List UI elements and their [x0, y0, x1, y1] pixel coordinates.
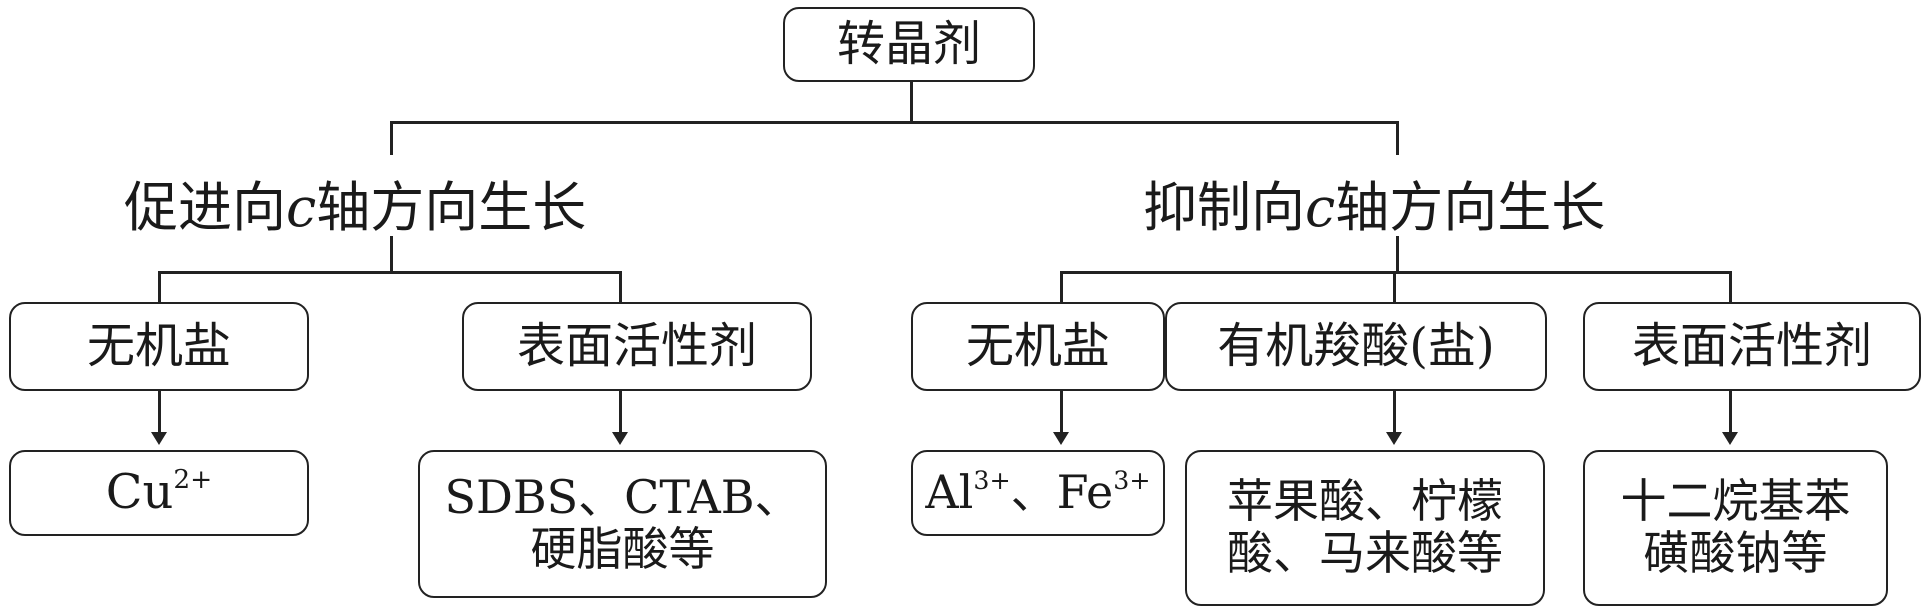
connector-line — [158, 271, 622, 274]
example-line: 硬脂酸等 — [530, 522, 715, 576]
al-symbol: Al — [925, 465, 974, 520]
arrow-shaft — [1729, 389, 1732, 434]
category-label: 有机羧酸(盐) — [1217, 317, 1495, 374]
down-arrow-icon — [151, 432, 167, 445]
example-text: Al3+、Fe3+ — [925, 465, 1151, 520]
cu-charge: 2+ — [173, 464, 213, 496]
connector-line — [1729, 271, 1732, 304]
down-arrow-icon — [612, 432, 628, 445]
category-surfactant-inhibit: 表面活性剂 — [1583, 302, 1921, 391]
axis-c-italic: c — [1305, 176, 1336, 239]
arrow-shaft — [1393, 389, 1396, 434]
al-charge: 3+ — [973, 466, 1011, 496]
branch-label-inhibit-suffix: 轴方向生长 — [1335, 176, 1606, 239]
arrow-shaft — [1060, 389, 1063, 434]
branch-label-promote-suffix: 轴方向生长 — [316, 176, 587, 239]
arrow-shaft — [158, 389, 161, 434]
example-cu-ion: Cu2+ — [9, 450, 309, 536]
down-arrow-icon — [1722, 432, 1738, 445]
connector-line — [1060, 271, 1063, 304]
category-surfactant-promote: 表面活性剂 — [462, 302, 812, 391]
separator: 、 — [1010, 465, 1057, 520]
connector-line — [158, 271, 161, 304]
arrow-shaft — [619, 389, 622, 434]
example-surfactants-promote: SDBS、CTAB、 硬脂酸等 — [418, 450, 827, 598]
branch-label-inhibit: 抑制向c轴方向生长 — [1143, 163, 1605, 242]
root-node: 转晶剂 — [783, 7, 1035, 82]
example-line: 苹果酸、柠檬 — [1227, 474, 1503, 529]
down-arrow-icon — [1386, 432, 1402, 445]
connector-line — [1060, 271, 1732, 274]
connector-line — [910, 80, 913, 122]
connector-line — [619, 271, 622, 304]
connector-line — [1393, 271, 1396, 304]
example-line: 十二烷基苯 — [1620, 474, 1851, 529]
example-organic-acids: 苹果酸、柠檬 酸、马来酸等 — [1185, 450, 1545, 606]
branch-label-inhibit-prefix: 抑制向 — [1143, 176, 1305, 239]
connector-line — [390, 121, 393, 155]
fe-charge: 3+ — [1113, 466, 1151, 496]
connector-line — [390, 236, 393, 272]
connector-line — [390, 121, 1399, 124]
down-arrow-icon — [1053, 432, 1069, 445]
example-line: SDBS、CTAB、 — [444, 470, 801, 525]
category-inorganic-salt-promote: 无机盐 — [9, 302, 309, 391]
example-line: 磺酸钠等 — [1643, 526, 1828, 580]
axis-c-italic: c — [286, 176, 317, 239]
fe-symbol: Fe — [1056, 465, 1114, 520]
branch-label-promote: 促进向c轴方向生长 — [124, 163, 586, 242]
connector-line — [1396, 236, 1399, 272]
category-label: 表面活性剂 — [516, 317, 757, 374]
cu-symbol: Cu — [105, 464, 174, 521]
example-text: Cu2+ — [105, 464, 213, 521]
category-label: 表面活性剂 — [1631, 317, 1872, 374]
connector-line — [1396, 121, 1399, 155]
example-al-fe-ions: Al3+、Fe3+ — [911, 450, 1165, 536]
example-sodium-dodecylbenzene-sulfonate: 十二烷基苯 磺酸钠等 — [1583, 450, 1888, 606]
category-organic-carboxylic-acid: 有机羧酸(盐) — [1165, 302, 1547, 391]
category-inorganic-salt-inhibit: 无机盐 — [911, 302, 1165, 391]
root-label: 转晶剂 — [836, 15, 981, 72]
branch-label-promote-prefix: 促进向 — [124, 176, 286, 239]
category-label: 无机盐 — [965, 317, 1110, 374]
example-line: 酸、马来酸等 — [1227, 526, 1503, 580]
category-label: 无机盐 — [86, 317, 231, 374]
